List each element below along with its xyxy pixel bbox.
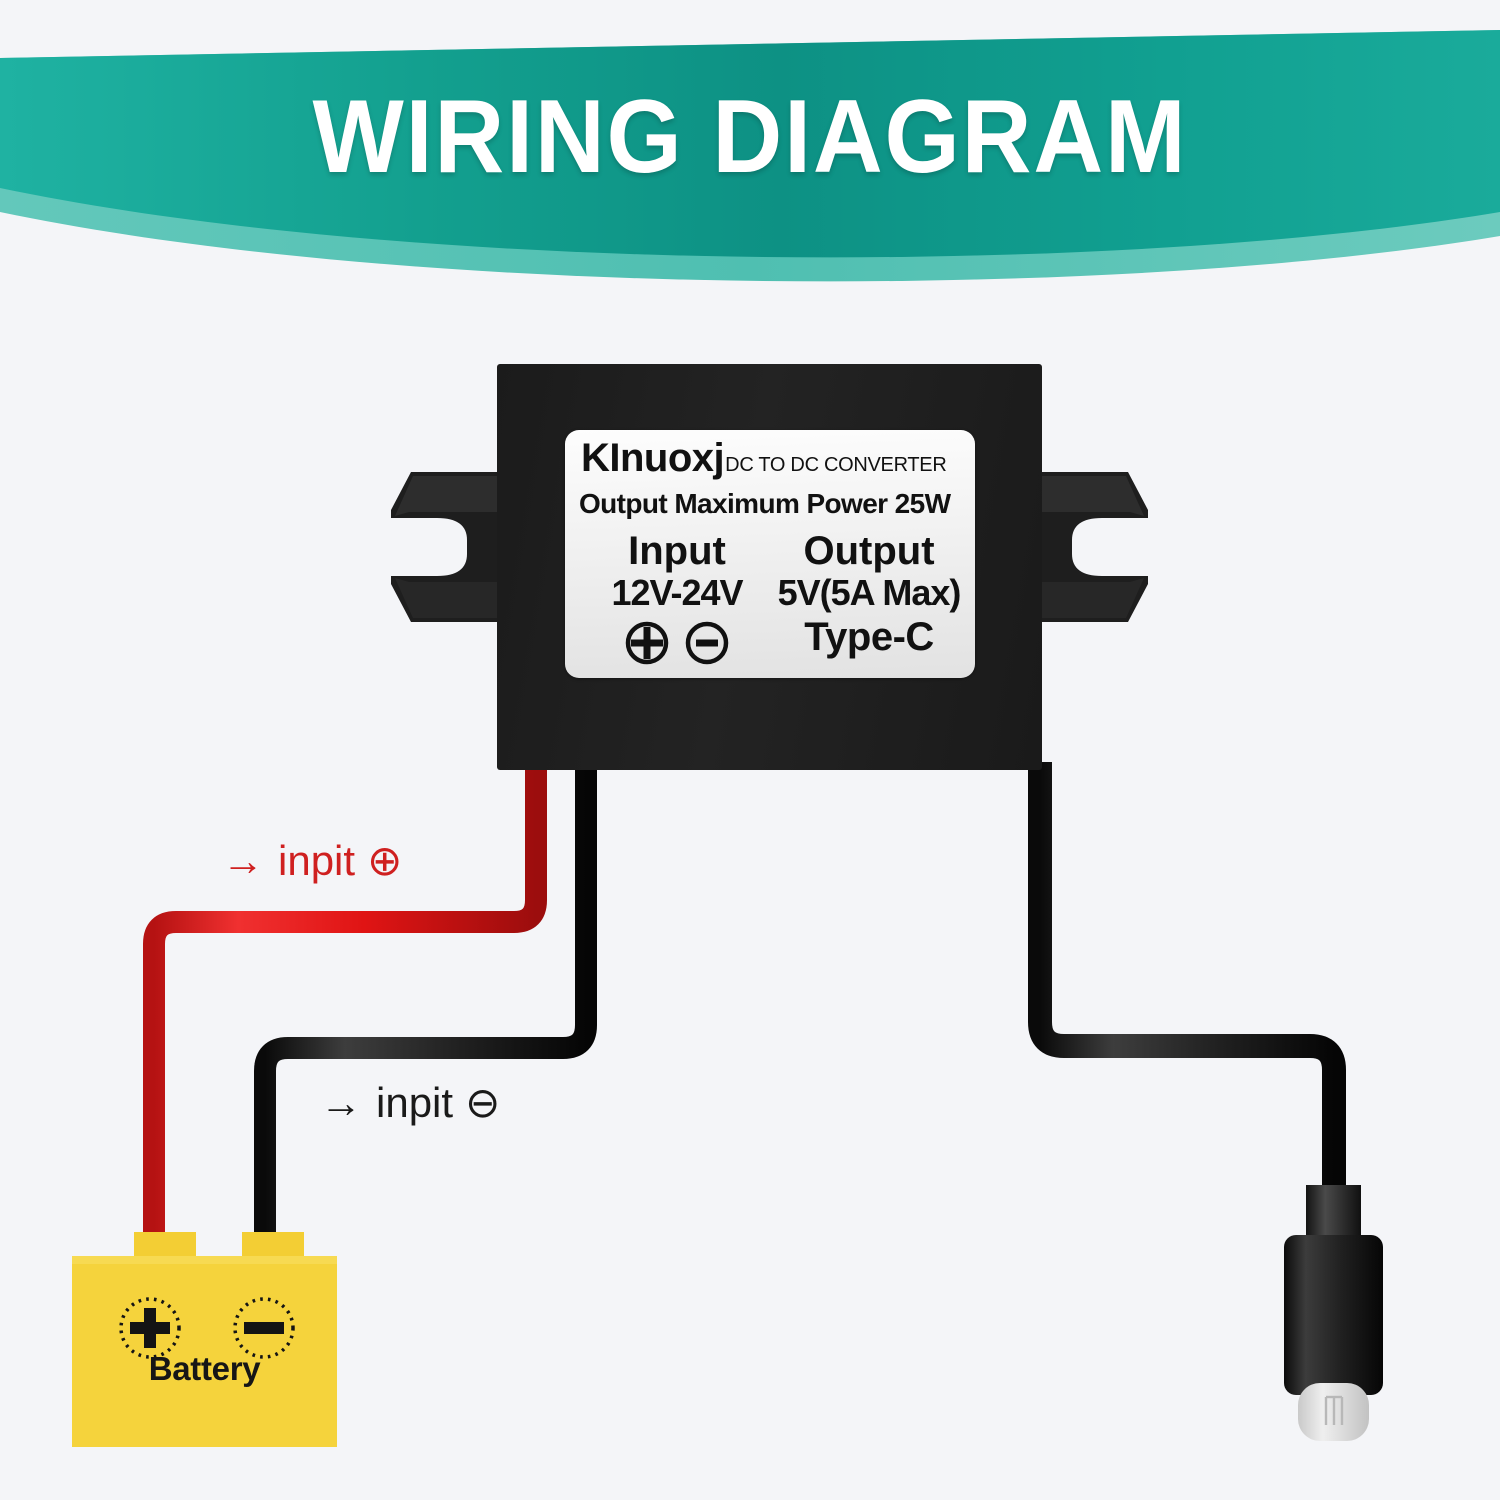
battery-positive-terminal [119,1297,181,1359]
usb-c-contacts [1324,1395,1344,1425]
arrow-right-icon: → [320,1079,362,1126]
input-voltage-value: 12V-24V [611,572,743,614]
mounting-flange-left [391,472,509,622]
minus-circle-icon: ⊖ [465,1079,501,1126]
battery-negative-terminal [233,1297,295,1359]
input-spec-column: Input 12V-24V [587,529,767,614]
mounting-flange-right [1030,472,1148,622]
annotation-input-negative: → inpit⊖ [320,1078,500,1127]
input-polarity-symbols [587,620,767,666]
output-heading: Output [803,529,935,573]
minus-in-circle-icon [685,621,729,665]
wire-input-positive [143,762,547,1245]
battery-shape [72,1232,337,1447]
wire-output-typec [1028,762,1346,1215]
annotation-positive-text: inpit [278,837,356,884]
banner-main [0,30,1500,258]
spec-label-plate: KInuoxj DC TO DC CONVERTER Output Maximu… [565,430,975,678]
brand-row: KInuoxj DC TO DC CONVERTER [581,436,947,480]
arrow-right-icon: → [222,837,264,884]
input-heading: Input [628,529,726,573]
brand-name: KInuoxj [581,436,725,480]
usb-type-c-plug [1276,1185,1391,1445]
annotation-negative-text: inpit [376,1079,454,1126]
dc-dc-converter-module: KInuoxj DC TO DC CONVERTER Output Maximu… [391,364,1148,770]
banner-shape [0,30,1500,282]
output-connector-type: Type-C [804,614,934,659]
wire-input-negative [254,762,597,1245]
battery: Battery [72,1232,337,1447]
max-power-line: Output Maximum Power 25W [579,488,951,519]
banner: WIRING DIAGRAM [0,0,1500,300]
usb-c-connector-shape [1284,1185,1383,1441]
plus-in-circle-icon [625,621,669,665]
output-spec-column: Output 5V(5A Max) Type-C [770,529,968,660]
brand-subtitle: DC TO DC CONVERTER [725,454,947,476]
annotation-input-positive: → inpit⊕ [222,836,402,885]
plus-circle-icon: ⊕ [367,837,403,884]
output-voltage-value: 5V(5A Max) [777,572,962,614]
battery-label: Battery [148,1350,261,1387]
